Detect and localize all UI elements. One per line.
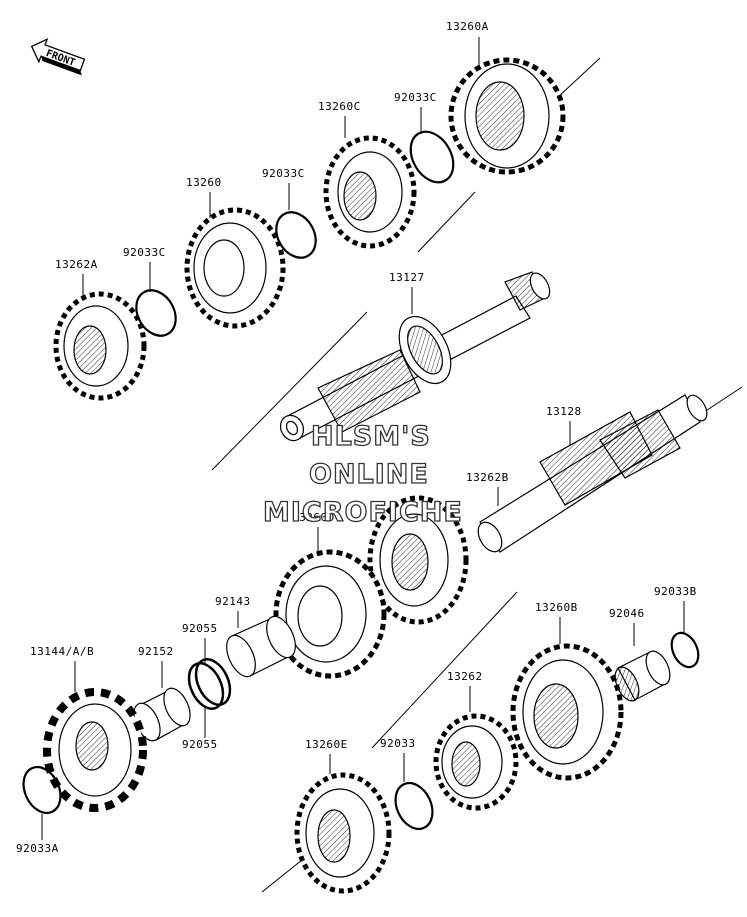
front-arrow-icon: FRONT — [30, 37, 86, 76]
collar-92152 — [133, 687, 191, 742]
gear-13260E — [294, 772, 392, 894]
bearing-92046 — [614, 650, 671, 702]
watermark-line-2: ONLINE — [308, 458, 429, 490]
watermark-line-3: MICROFICHE — [262, 496, 463, 528]
label-13262A: 13262A — [55, 258, 98, 271]
input-shaft-13127 — [279, 271, 551, 442]
label-92055-bottom: 92055 — [182, 738, 218, 751]
circlip-92033 — [394, 781, 434, 831]
gear-13262 — [433, 713, 519, 811]
label-13260E: 13260E — [305, 738, 348, 751]
output-shaft-13128 — [477, 394, 708, 553]
label-92033A: 92033A — [16, 842, 59, 855]
label-13260D: 13260D — [292, 511, 335, 524]
gear-13260A — [448, 57, 566, 175]
gear-13260C — [323, 135, 417, 249]
leader-lines — [41, 37, 685, 840]
gear-13260D — [273, 549, 387, 679]
watermark-line-1: HLSM'S — [310, 420, 431, 452]
label-92143: 92143 — [215, 595, 251, 608]
bushing-92143 — [226, 615, 296, 678]
gear-13262B — [367, 495, 469, 625]
circlip-92033A — [22, 765, 62, 815]
label-92046: 92046 — [609, 607, 645, 620]
circlip-92033B — [670, 631, 700, 669]
label-92033B: 92033B — [654, 585, 697, 598]
label-92033: 92033 — [380, 737, 416, 750]
label-13262B: 13262B — [466, 471, 509, 484]
label-13128: 13128 — [546, 405, 582, 418]
circlip-92033C-top — [409, 130, 455, 184]
circlip-92033C-left — [135, 289, 177, 337]
label-92033C-mid: 92033C — [262, 167, 305, 180]
label-13262: 13262 — [447, 670, 483, 683]
label-92055-top: 92055 — [182, 622, 218, 635]
gear-13262A — [53, 291, 147, 401]
label-13127: 13127 — [389, 271, 425, 284]
label-92033C-top: 92033C — [394, 91, 437, 104]
label-13260B: 13260B — [535, 601, 578, 614]
label-13260C: 13260C — [318, 100, 361, 113]
label-13260A: 13260A — [446, 20, 489, 33]
label-92152: 92152 — [138, 645, 174, 658]
label-13144: 13144/A/B — [30, 645, 95, 658]
label-13260: 13260 — [186, 176, 222, 189]
sprocket-13144 — [43, 688, 147, 812]
gear-13260B — [510, 643, 624, 781]
gear-13260 — [184, 207, 286, 329]
label-92033C-left: 92033C — [123, 246, 166, 259]
ring-92055 — [187, 658, 232, 710]
